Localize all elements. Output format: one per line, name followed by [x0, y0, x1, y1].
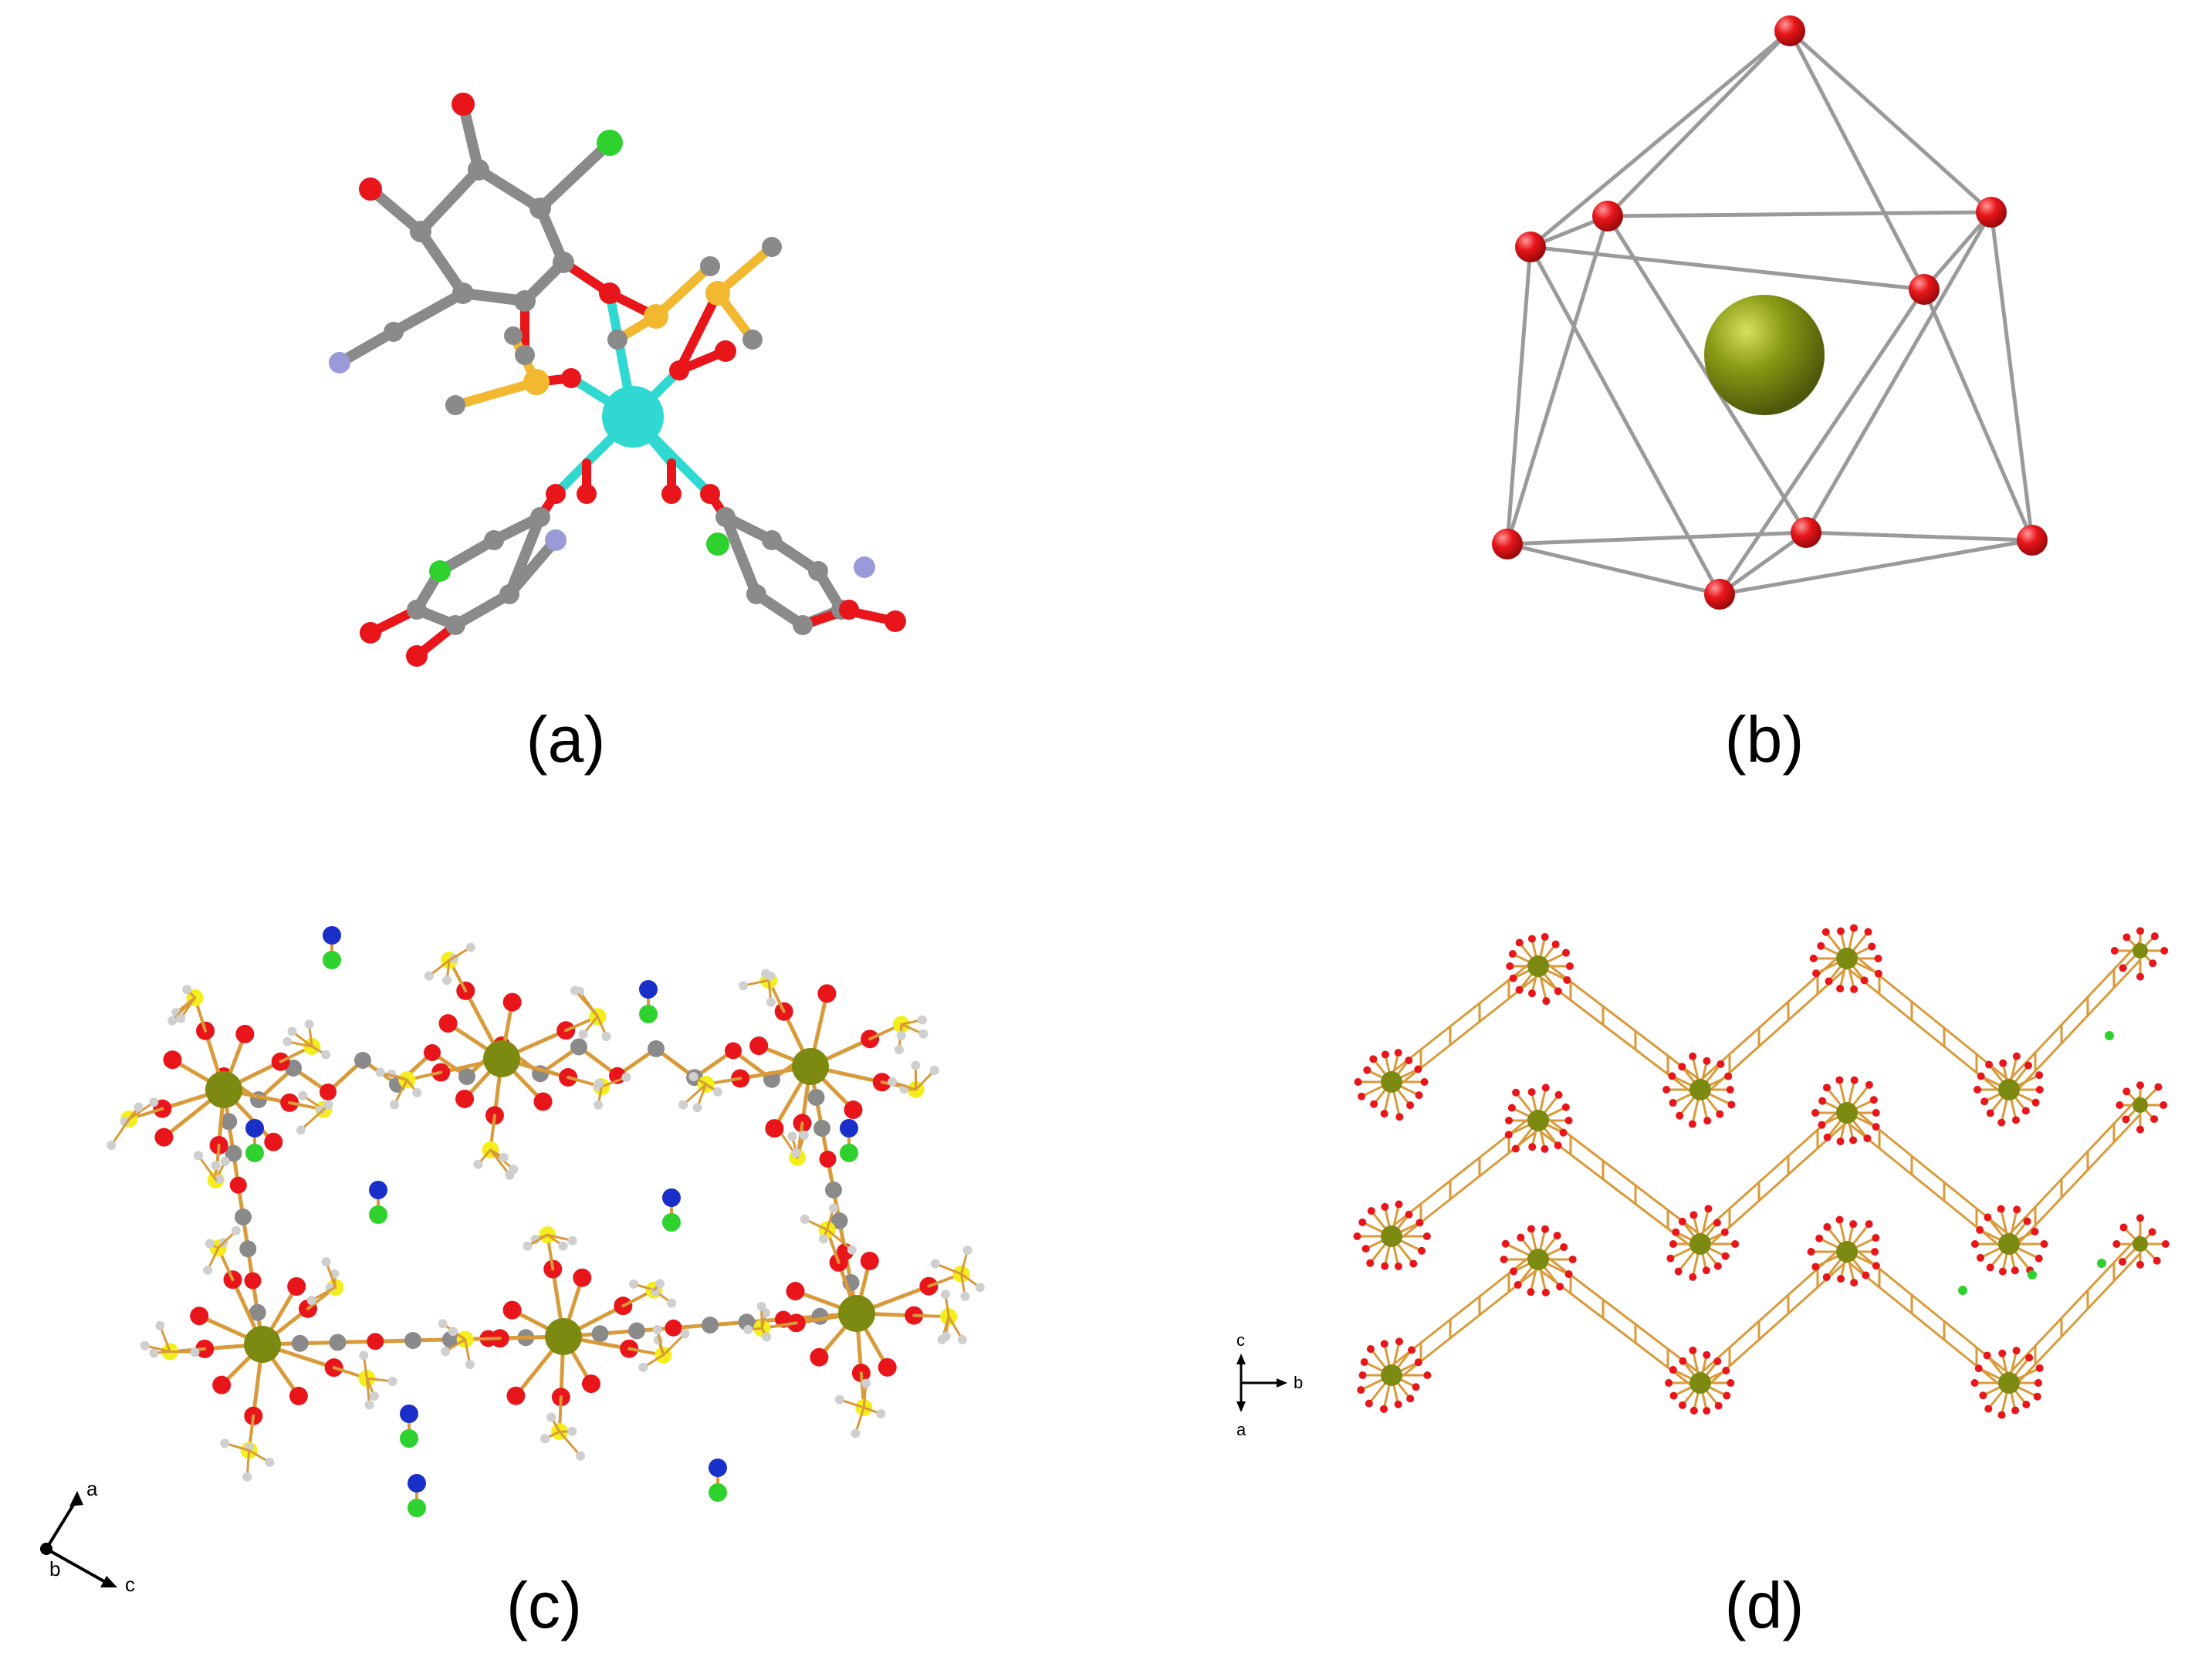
axis-label-c-d: c — [1236, 1330, 1245, 1350]
caption-c: (c) — [506, 1569, 582, 1641]
axis-label-c: c — [125, 1573, 135, 1596]
axis-triad-c: a b c — [40, 1477, 135, 1596]
caption-a: (a) — [526, 703, 606, 776]
caption-b: (b) — [1724, 703, 1804, 776]
axis-label-a: a — [86, 1477, 98, 1500]
caption-d: (d) — [1724, 1569, 1804, 1641]
panel-d: c b a (d) — [1106, 835, 2212, 1670]
crystal-packing-c — [107, 926, 985, 1517]
coordination-polyhedron — [1492, 15, 2048, 610]
metal-center-atom — [1704, 295, 1825, 415]
axis-triad-d: c b a — [1236, 1330, 1303, 1439]
axis-label-b: b — [49, 1557, 60, 1580]
axis-label-b-d: b — [1294, 1373, 1303, 1392]
panel-c: a b c (c) — [0, 835, 1106, 1670]
zigzag-chains-d — [1353, 924, 2170, 1419]
axis-label-a-d: a — [1236, 1420, 1246, 1439]
panel-a: (a) — [0, 0, 1106, 835]
panel-b: (b) — [1106, 0, 2212, 835]
molecule-a-structure — [329, 93, 906, 667]
